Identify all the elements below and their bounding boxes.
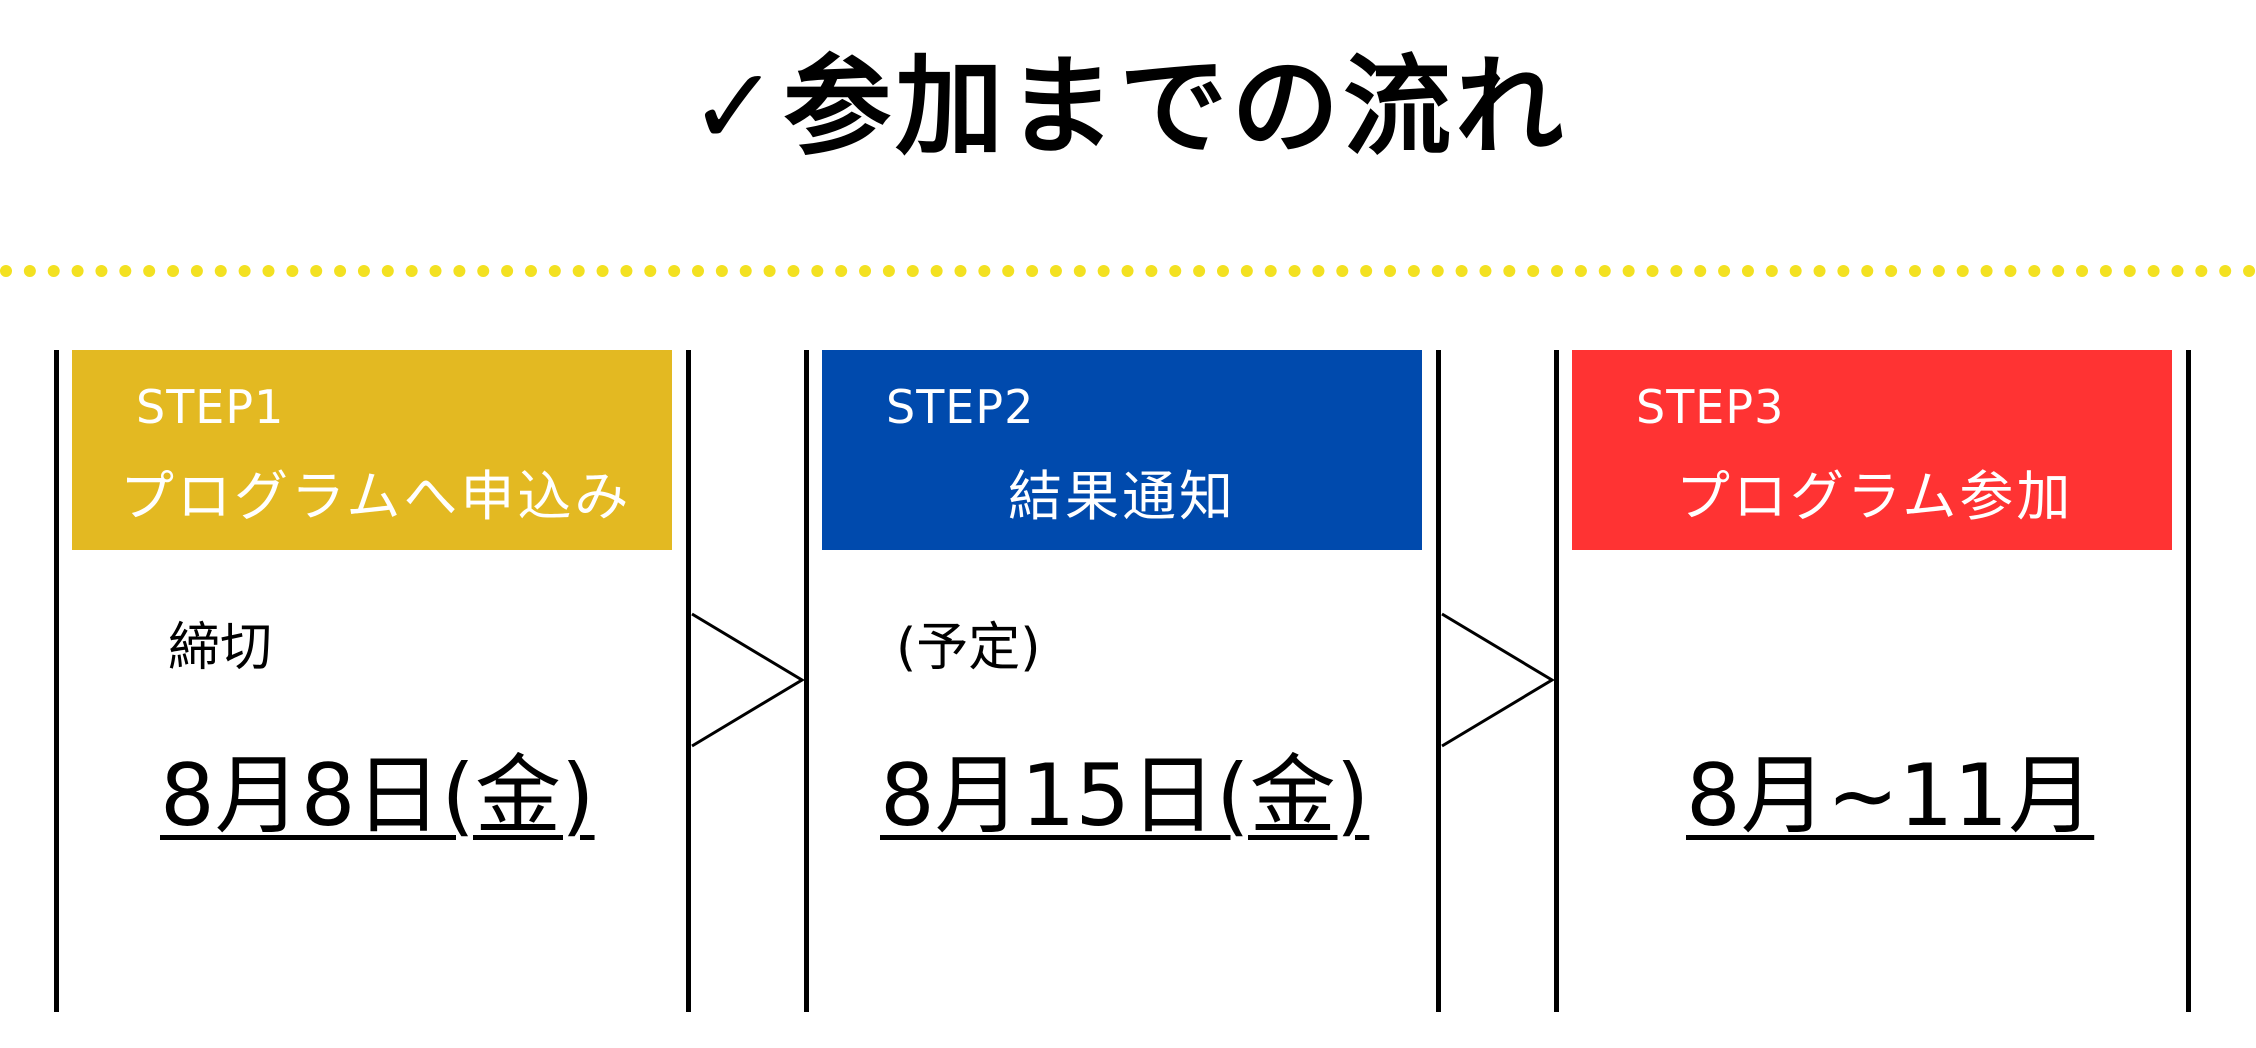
- step2-header: STEP2 結果通知: [822, 350, 1422, 550]
- step3-header: STEP3 プログラム参加: [1572, 350, 2172, 550]
- step-label: STEP3: [1636, 380, 1785, 434]
- dotted-divider: [0, 265, 2256, 277]
- step-label: STEP1: [136, 380, 285, 434]
- column-border: [54, 350, 59, 1012]
- step-name: 結果通知: [1008, 465, 1236, 528]
- step-date: 8月8日(金): [160, 746, 595, 846]
- arrow-icon: [1441, 612, 1555, 748]
- column-border: [2186, 350, 2191, 1012]
- step-note: 締切: [168, 618, 273, 678]
- page-title: ✓参加までの流れ: [688, 45, 1568, 170]
- column-border: [1554, 350, 1559, 1012]
- step-name: プログラムへ申込み: [120, 465, 632, 528]
- step-date: 8月15日(金): [880, 746, 1370, 846]
- step-note: (予定): [896, 618, 1041, 678]
- column-border: [1436, 350, 1441, 1012]
- step-name: プログラム参加: [1676, 465, 2074, 528]
- column-border: [686, 350, 691, 1012]
- step-date: 8月~11月: [1686, 746, 2095, 846]
- step1-header: STEP1 プログラムへ申込み: [72, 350, 672, 550]
- column-border: [804, 350, 809, 1012]
- step-label: STEP2: [886, 380, 1035, 434]
- arrow-icon: [691, 612, 805, 748]
